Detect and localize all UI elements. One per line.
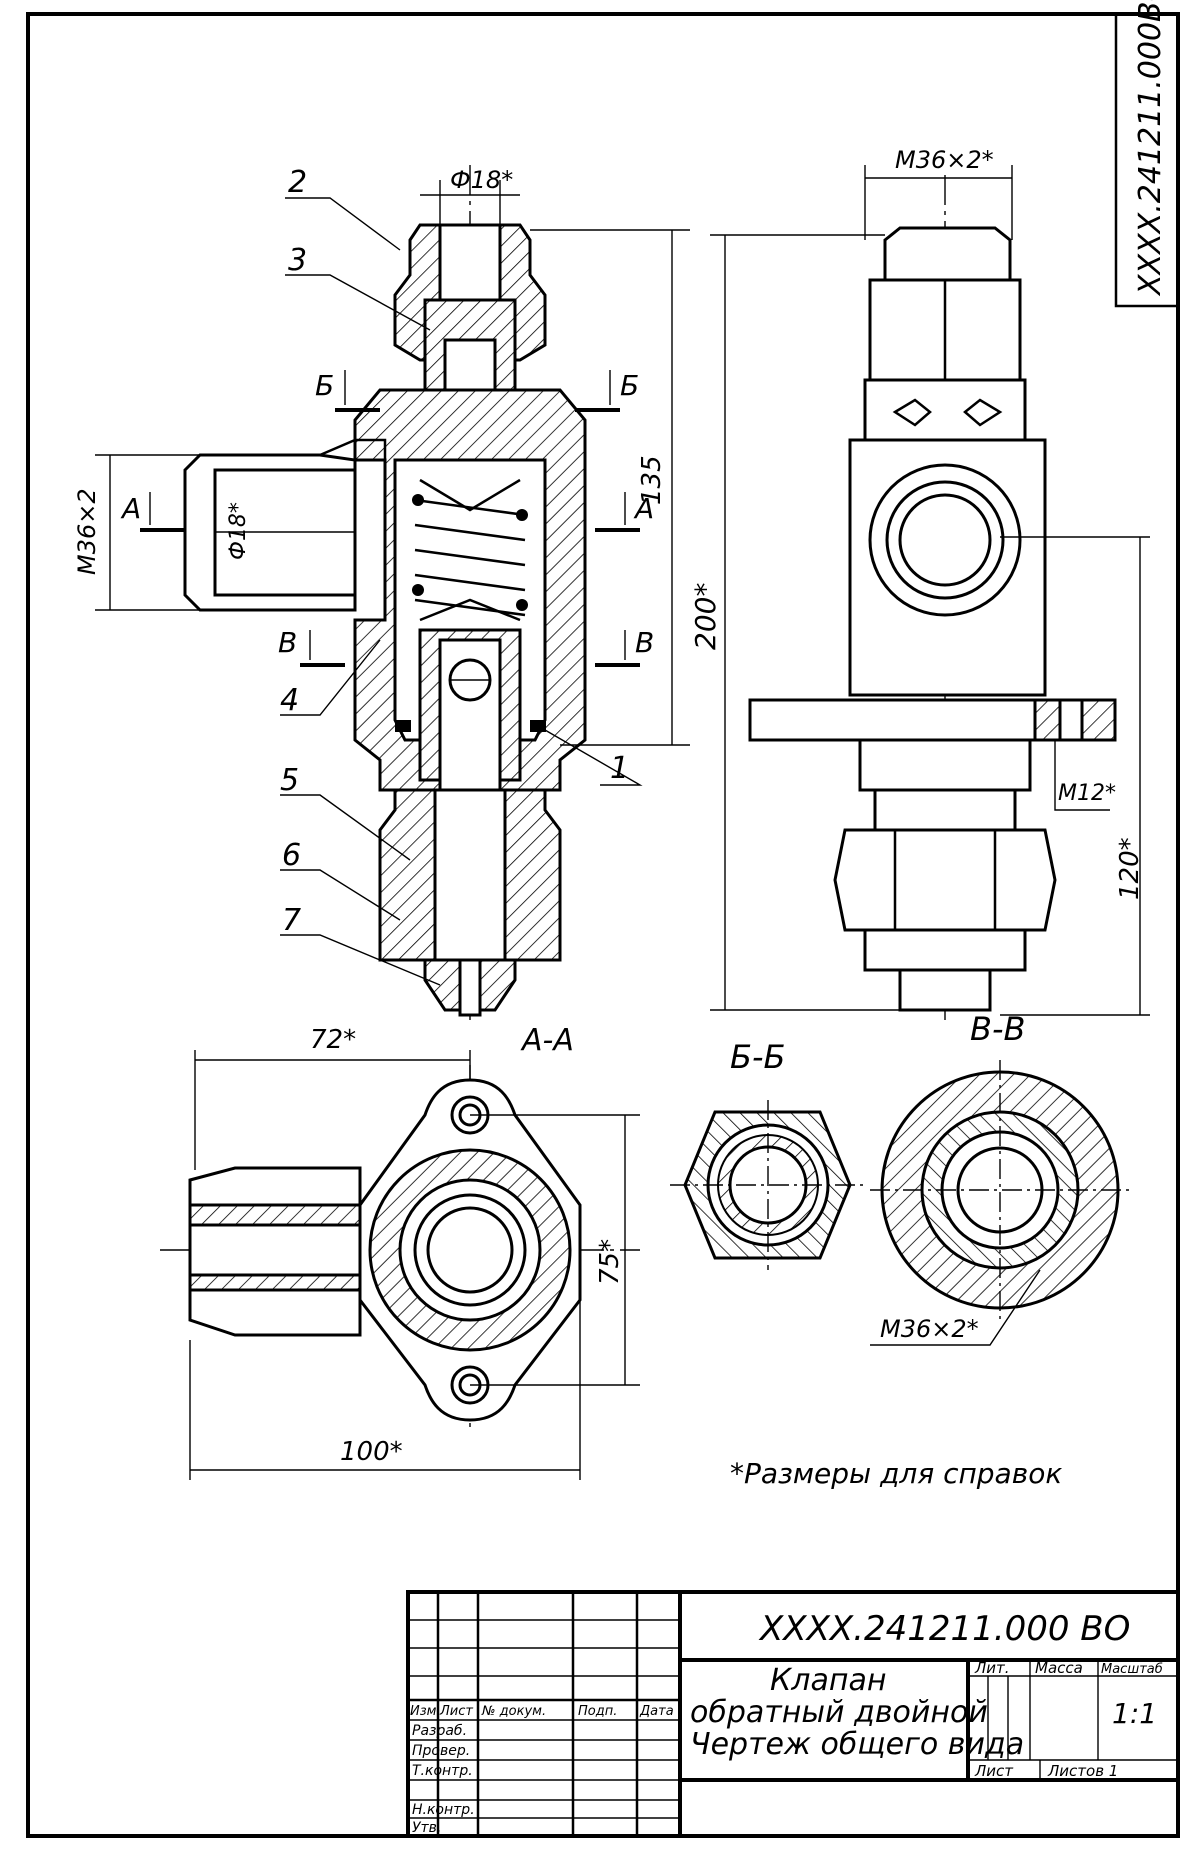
part-number-5: 5	[280, 763, 299, 798]
note-reference-dims: *Размеры для справок	[730, 1457, 1062, 1490]
tb-role-utv: Утв.	[412, 1820, 441, 1836]
side-exterior-view	[710, 165, 1150, 1020]
tb-sheet: Лист	[974, 1762, 1014, 1780]
cut-label-b-left: Б	[315, 369, 334, 402]
cut-label-a-right: А	[633, 492, 654, 525]
tb-lit: Лит.	[974, 1659, 1010, 1677]
title-line-3: Чертеж общего вида	[690, 1727, 1024, 1762]
section-bb-view: Б-Б	[670, 1038, 865, 1270]
dim-m36-top-right-text: М36×2*	[895, 146, 994, 174]
title-code-main: XXXX.241211.000 ВО	[758, 1609, 1130, 1649]
dim-phi18-side-text: Ф18*	[226, 502, 251, 560]
dim-135	[530, 229, 690, 746]
cut-markers	[140, 370, 640, 667]
part-number-6: 6	[282, 838, 301, 873]
dim-72-text: 72*	[310, 1025, 356, 1055]
tb-label-doc: № докум.	[481, 1704, 546, 1719]
section-aa-title: А-А	[520, 1023, 574, 1058]
part-number-2: 2	[288, 165, 307, 200]
tb-role-prover: Провер.	[412, 1743, 470, 1759]
title-line-2: обратный двойной	[690, 1695, 988, 1730]
cut-label-a-left: А	[120, 492, 141, 525]
section-aa-view: А-А	[160, 1023, 640, 1480]
tb-sheets: Листов 1	[1047, 1762, 1118, 1780]
dim-200-text: 200*	[689, 583, 722, 650]
dim-m36-left-text: М36×2	[73, 488, 101, 575]
main-section-view: 2 3 4 1 5 6 7 Б Б А А В В	[73, 165, 690, 1020]
cut-label-b-right: Б	[620, 369, 639, 402]
title-line-1: Клапан	[770, 1663, 886, 1698]
code-vertical-text: XXXX.241211.000ВО	[1133, 0, 1168, 297]
dim-m36-section-text: М36×2*	[880, 1315, 979, 1343]
part-number-1: 1	[610, 751, 629, 786]
code-box-vertical: XXXX.241211.000ВО	[1114, 0, 1180, 308]
dim-135-text: 135	[637, 455, 667, 505]
spring	[412, 494, 528, 617]
dim-100-text: 100*	[340, 1437, 403, 1467]
dim-75-text: 75*	[595, 1239, 625, 1285]
section-bb-title: Б-Б	[730, 1038, 785, 1076]
dim-m12-text: М12*	[1058, 781, 1116, 806]
tb-label-izm: Изм	[410, 1704, 437, 1719]
scale-value: 1:1	[1112, 1697, 1157, 1730]
tb-role-nkontr: Н.контр.	[412, 1802, 475, 1818]
cut-label-v-right: В	[635, 626, 654, 659]
tb-label-sign: Подп.	[578, 1704, 617, 1719]
title-block	[406, 1590, 1180, 1838]
section-vv-view: В-В	[870, 1010, 1130, 1346]
tb-scale-label: Масштаб	[1101, 1662, 1163, 1677]
dim-phi18-top	[420, 180, 520, 225]
part-leaders	[280, 197, 643, 986]
tb-role-razrab: Разраб.	[412, 1723, 467, 1739]
tb-mass: Масса	[1035, 1659, 1083, 1677]
dim-phi18-top-text: Ф18*	[450, 166, 513, 194]
part-number-4: 4	[280, 683, 299, 718]
dim-120-text: 120*	[1115, 837, 1145, 900]
tb-label-list: Лист	[439, 1704, 473, 1719]
dim-m36-left	[95, 454, 200, 611]
tb-label-date: Дата	[639, 1704, 674, 1719]
section-vv-title: В-В	[970, 1010, 1025, 1048]
part-number-7: 7	[282, 903, 301, 938]
cut-label-v-left: В	[278, 626, 297, 659]
part-number-3: 3	[288, 243, 307, 278]
tb-role-tkontr: Т.контр.	[412, 1763, 473, 1779]
